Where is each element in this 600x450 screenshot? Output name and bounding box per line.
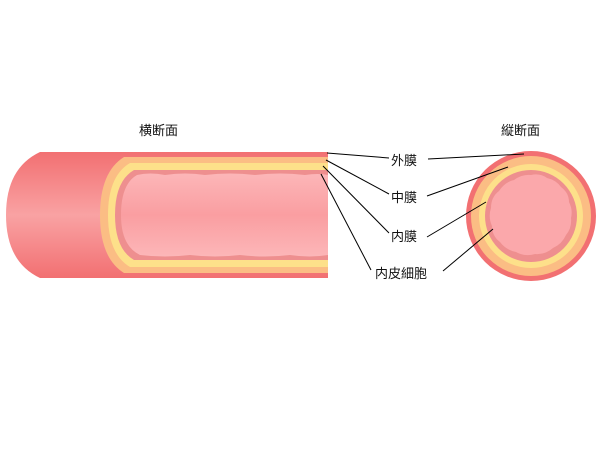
leader-adventitia-right (427, 153, 525, 160)
label-adventitia: 外膜 (391, 154, 418, 169)
cross-section-title: 縦断面 (501, 124, 541, 139)
cross-lumen (489, 174, 572, 256)
label-media: 中膜 (391, 191, 418, 206)
leader-intima-right (426, 201, 487, 238)
leader-media-left (325, 159, 390, 195)
leader-lines (320, 152, 525, 272)
leader-intima-left (322, 165, 390, 234)
lumen (121, 173, 328, 257)
leader-endothelium-left (320, 173, 372, 271)
longitudinal-vessel (6, 152, 328, 278)
leader-endothelium-right (442, 228, 494, 272)
label-endothelium: 内皮細胞 (375, 267, 428, 282)
leader-adventitia-left (326, 152, 390, 159)
leader-media-right (426, 166, 509, 197)
label-intima: 内膜 (391, 230, 418, 245)
longitudinal-title: 横断面 (139, 124, 179, 139)
cross-section-vessel (466, 151, 596, 281)
